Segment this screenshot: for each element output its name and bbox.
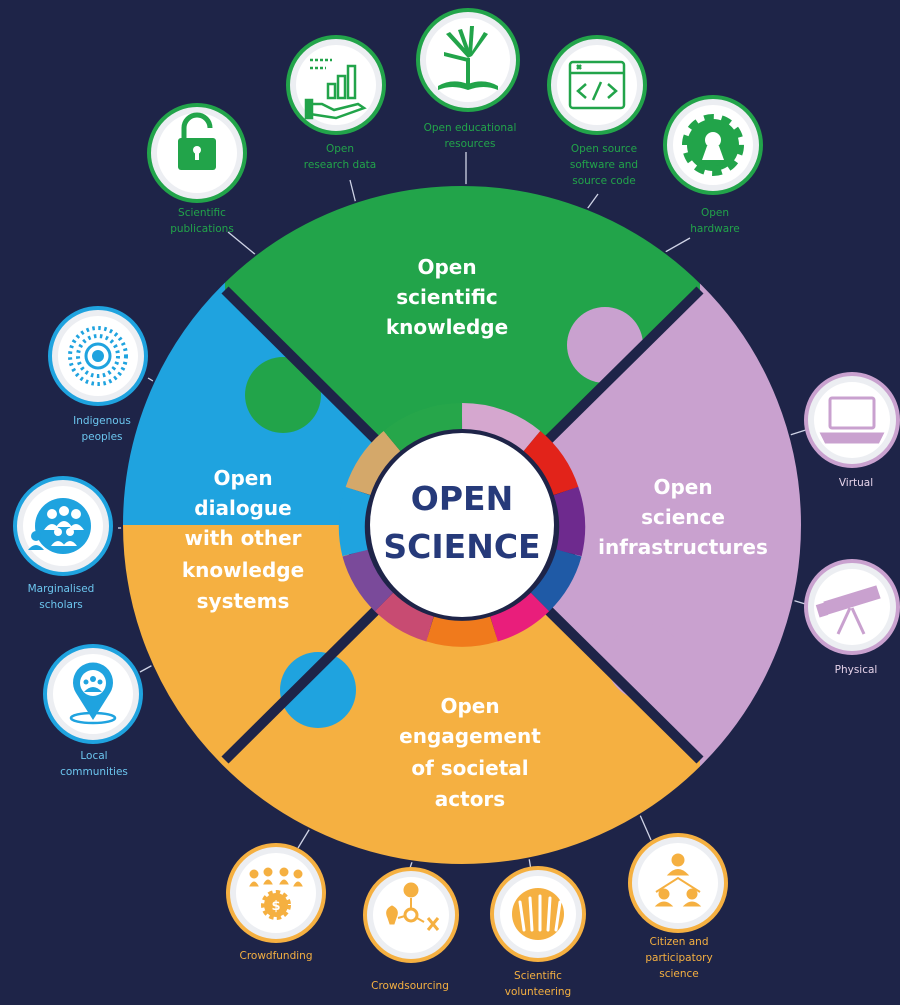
code-window-icon xyxy=(568,60,626,110)
svg-text:actors: actors xyxy=(435,787,505,811)
svg-text:Open: Open xyxy=(701,207,729,219)
svg-text:Scientific: Scientific xyxy=(514,970,562,982)
svg-text:source code: source code xyxy=(572,175,636,187)
svg-text:Scientific: Scientific xyxy=(178,207,226,219)
svg-text:scientific: scientific xyxy=(396,285,498,309)
svg-text:publications: publications xyxy=(170,223,234,235)
satellite-scientific-publications: Scientific publications xyxy=(147,103,247,235)
center-disk xyxy=(370,433,554,617)
satellite-open-educational-resources: Open educational resources xyxy=(416,8,520,150)
crowdfunding-icon: $ xyxy=(249,867,303,920)
location-pin-people-icon xyxy=(69,662,117,725)
svg-text:resources: resources xyxy=(445,138,496,150)
puzzle-knob-purple xyxy=(567,307,643,383)
satellite-open-research-data: Open research data xyxy=(286,35,386,171)
open-book-tree-icon xyxy=(438,26,498,90)
crowdsourcing-icon xyxy=(386,882,440,931)
satellite-indigenous-peoples: Indigenous peoples xyxy=(48,306,148,443)
svg-text:software and: software and xyxy=(570,159,638,171)
svg-text:communities: communities xyxy=(60,766,128,778)
data-chart-hand-icon xyxy=(304,58,367,120)
svg-text:$: $ xyxy=(271,899,280,914)
padlock-open-icon xyxy=(178,112,216,170)
quadrant-label-engagement: Open engagement of societal actors xyxy=(399,694,541,811)
svg-text:Open: Open xyxy=(440,694,499,718)
concentric-dots-icon xyxy=(68,326,128,386)
svg-text:scholars: scholars xyxy=(39,599,82,611)
raised-hands-icon xyxy=(512,888,564,940)
svg-text:dialogue: dialogue xyxy=(194,496,291,520)
svg-text:systems: systems xyxy=(197,589,290,613)
satellite-marginalised-scholars: Marginalised scholars xyxy=(13,476,113,611)
svg-text:hardware: hardware xyxy=(690,223,739,235)
svg-text:science: science xyxy=(659,968,699,980)
svg-text:infrastructures: infrastructures xyxy=(598,535,768,559)
svg-text:peoples: peoples xyxy=(81,431,122,443)
svg-text:Open: Open xyxy=(653,475,712,499)
svg-text:Local: Local xyxy=(80,750,107,762)
gear-icon xyxy=(682,114,744,176)
svg-text:Open: Open xyxy=(326,143,354,155)
svg-text:volunteering: volunteering xyxy=(505,986,571,998)
svg-text:engagement: engagement xyxy=(399,724,541,748)
svg-text:Crowdfunding: Crowdfunding xyxy=(239,950,312,962)
satellite-open-hardware: Open hardware xyxy=(663,95,763,235)
satellite-open-source-code: Open source software and source code xyxy=(547,35,647,187)
satellite-physical: Physical xyxy=(804,559,900,676)
svg-text:Virtual: Virtual xyxy=(839,477,873,489)
laptop-icon xyxy=(819,396,885,444)
svg-text:Crowdsourcing: Crowdsourcing xyxy=(371,980,449,992)
svg-text:science: science xyxy=(641,505,725,529)
satellite-citizen-science: Citizen and participatory science xyxy=(628,833,728,980)
quadrant-label-infrastructures: Open science infrastructures xyxy=(598,475,768,559)
svg-text:knowledge: knowledge xyxy=(182,558,304,582)
quadrant-label-dialogue: Open dialogue with other knowledge syste… xyxy=(182,466,304,613)
svg-text:knowledge: knowledge xyxy=(386,315,508,339)
satellite-crowdfunding: $ Crowdfunding xyxy=(226,843,326,962)
svg-text:Indigenous: Indigenous xyxy=(73,415,131,427)
quadrant-label-knowledge: Open scientific knowledge xyxy=(386,255,508,339)
satellite-local-communities: Local communities xyxy=(43,644,143,778)
svg-text:research data: research data xyxy=(304,159,376,171)
svg-text:Open educational: Open educational xyxy=(424,122,517,134)
svg-text:Open: Open xyxy=(213,466,272,490)
svg-text:participatory: participatory xyxy=(645,952,712,964)
center-title-line2: SCIENCE xyxy=(383,527,540,566)
telescope-icon xyxy=(815,585,881,635)
svg-text:Open: Open xyxy=(417,255,476,279)
puzzle-knob-purple-lower xyxy=(607,624,683,700)
puzzle-knob-blue xyxy=(280,652,356,728)
svg-text:Physical: Physical xyxy=(835,664,878,676)
satellite-crowdsourcing: Crowdsourcing xyxy=(363,867,459,992)
org-chart-people-icon xyxy=(654,853,702,907)
center-title-line1: OPEN xyxy=(411,479,513,518)
svg-text:Open source: Open source xyxy=(571,143,637,155)
svg-text:with other: with other xyxy=(184,526,301,550)
puzzle-knob-green xyxy=(245,357,321,433)
people-group-icon xyxy=(28,498,91,554)
svg-text:of societal: of societal xyxy=(411,756,528,780)
svg-text:Citizen and: Citizen and xyxy=(649,936,708,948)
quadrant-knowledge xyxy=(225,185,700,525)
satellite-scientific-volunteering: Scientific volunteering xyxy=(490,866,586,998)
center-ring: OPEN SCIENCE xyxy=(338,402,586,647)
svg-text:Marginalised: Marginalised xyxy=(28,583,95,595)
satellite-virtual: Virtual xyxy=(804,372,900,489)
